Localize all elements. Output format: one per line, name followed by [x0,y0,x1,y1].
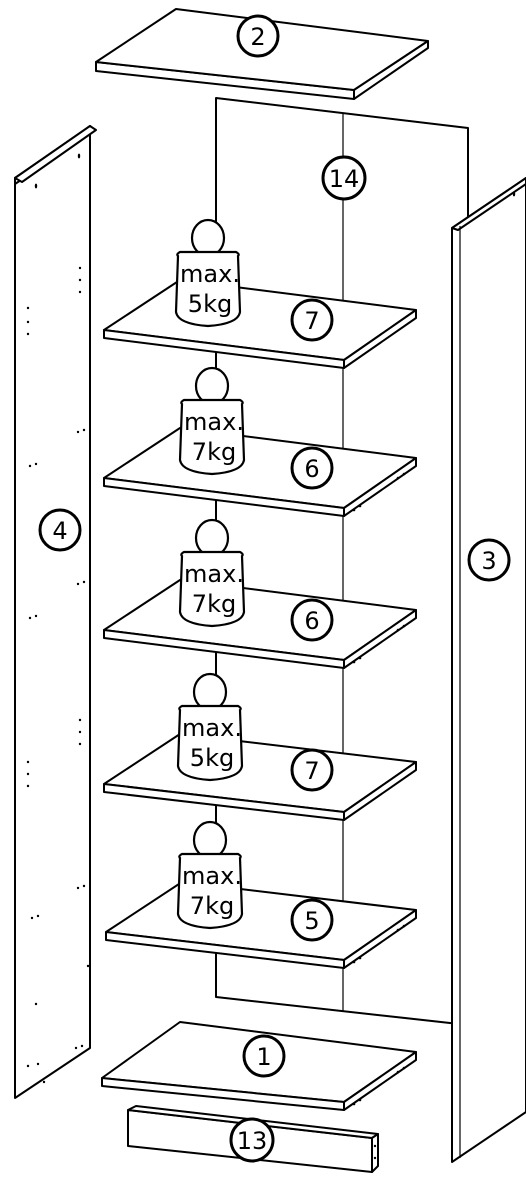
part-number: 14 [329,165,360,193]
load-limit-line2: 5kg [190,744,234,772]
callout-bottom: 1 [242,1034,286,1078]
callout-right-side: 3 [467,538,511,582]
callout-plinth: 13 [229,1117,275,1163]
part-number: 1 [256,1043,271,1071]
part-number: 2 [250,23,265,51]
weight-icon: max. 7kg [176,820,244,930]
part-number: 5 [304,907,319,935]
load-limit-line2: 5kg [188,290,232,318]
callout-shelf-1: 7 [290,298,334,342]
left-side-drill-holes [26,266,90,1084]
left-side-panel [14,125,97,1099]
callout-shelf-4: 7 [290,748,334,792]
part-number: 6 [304,455,319,483]
load-limit-line1: max. [182,714,242,742]
load-limit-line1: max. [182,862,242,890]
part-number: 4 [52,517,67,545]
right-side-panel [451,177,526,1163]
part-number: 3 [481,547,496,575]
back-panel [215,97,469,1026]
callout-back: 14 [321,155,367,201]
load-limit-line2: 7kg [192,590,236,618]
weight-icon: max. 7kg [178,366,246,476]
weight-icon: max. 7kg [178,518,246,628]
part-number: 7 [304,757,319,785]
callout-shelf-5: 5 [290,898,334,942]
load-limit-line1: max. [184,560,244,588]
callout-left-side: 4 [38,508,82,552]
callout-shelf-2: 6 [290,446,334,490]
part-number: 13 [237,1127,268,1155]
part-number: 7 [304,307,319,335]
callout-top: 2 [236,14,280,58]
callout-shelf-3: 6 [290,598,334,642]
part-number: 6 [304,607,319,635]
weight-icon: max. 5kg [176,672,244,782]
load-limit-line2: 7kg [190,892,234,920]
load-limit-line1: max. [184,408,244,436]
weight-icon: max. 5kg [174,218,242,328]
load-limit-line2: 7kg [192,438,236,466]
load-limit-line1: max. [180,260,240,288]
